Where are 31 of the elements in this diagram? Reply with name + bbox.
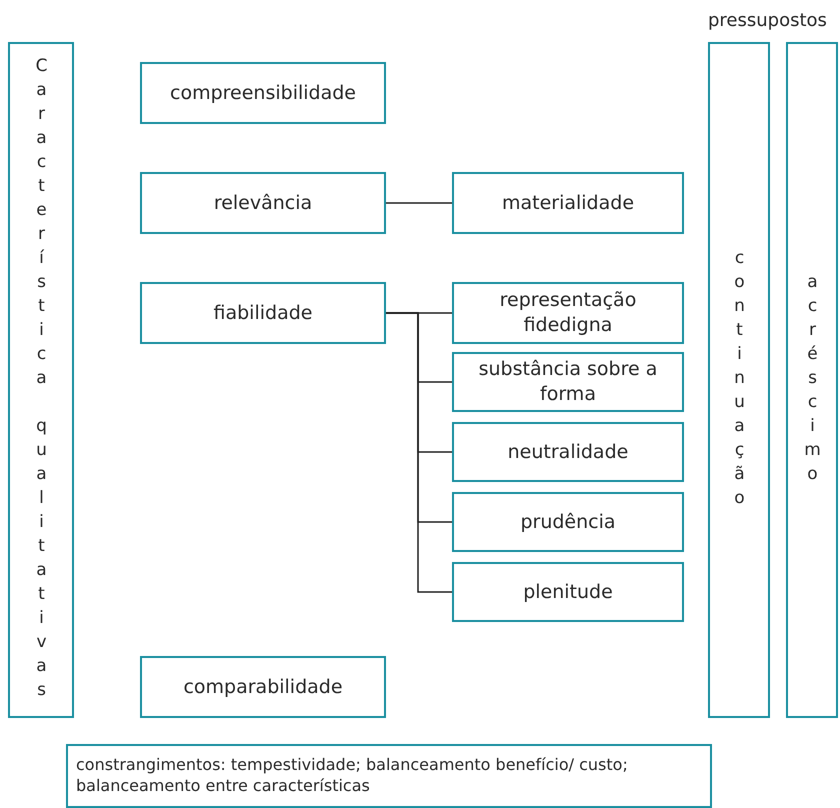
term-text: compreensibilidade (170, 80, 356, 106)
characteristics-column (8, 42, 74, 718)
term-box (140, 282, 386, 344)
term-text: fiabilidade (214, 300, 312, 326)
term-box (452, 172, 684, 234)
term-box (140, 656, 386, 718)
assumption-column (786, 42, 838, 718)
term-text: materialidade (502, 190, 634, 216)
assumption-column (708, 42, 770, 718)
term-box (140, 172, 386, 234)
term-text: relevância (214, 190, 312, 216)
term-box (452, 492, 684, 552)
term-text: comparabilidade (183, 674, 343, 700)
term-box (452, 562, 684, 622)
term-text: constrangimentos: tempestividade; balanceamento benefício/ custo; balanceamento entre características (76, 755, 629, 797)
term-text: representação fidedigna (498, 288, 638, 338)
term-text: substância sobre a forma (478, 357, 658, 407)
term-box (452, 282, 684, 344)
term-text: prudência (520, 510, 616, 534)
connector-line (386, 202, 452, 204)
group-heading: pressupostos (708, 10, 827, 31)
constraints-box (66, 744, 712, 808)
term-box (452, 352, 684, 412)
term-text: neutralidade (508, 440, 628, 464)
term-text: acréscimo (804, 272, 820, 488)
term-text: plenitude (523, 580, 613, 604)
term-text: continuação (730, 248, 748, 512)
connector-line (386, 312, 452, 593)
term-box (140, 62, 386, 124)
term-box (452, 422, 684, 482)
term-text: Característica qualitativas (32, 56, 50, 704)
